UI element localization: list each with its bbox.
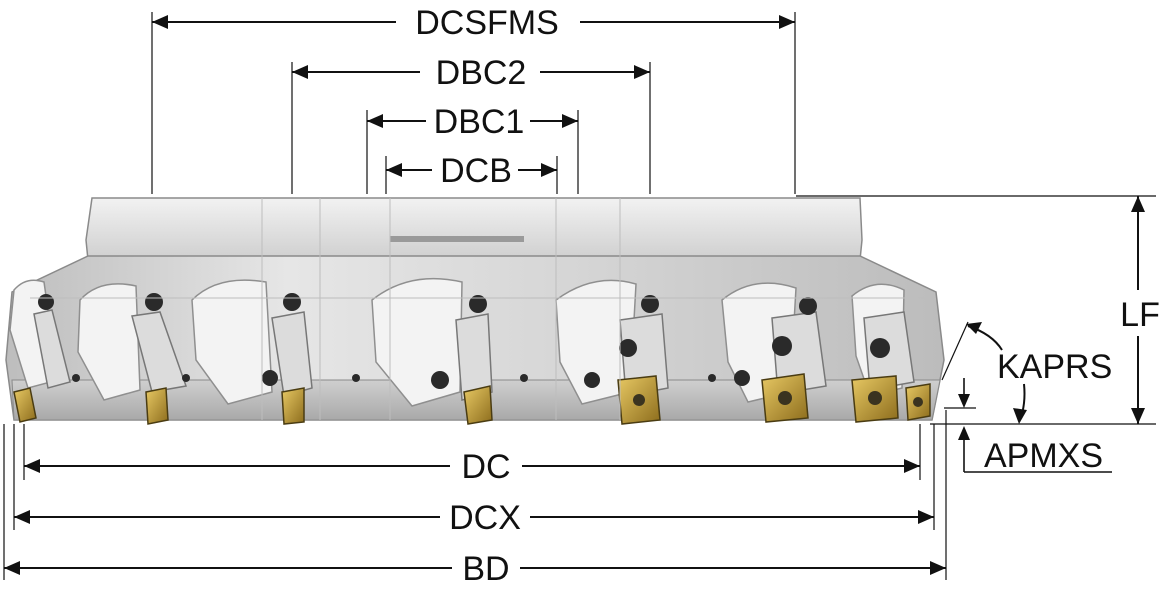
clamp-screw-icon xyxy=(870,338,890,358)
arrowhead-icon xyxy=(930,561,946,575)
clamp-screw-icon xyxy=(619,339,637,357)
dimension-kaprs: KAPRS xyxy=(966,322,1112,424)
clamp-screw-icon xyxy=(182,374,190,382)
insert-seat xyxy=(131,311,188,393)
clamp-screw-icon xyxy=(352,374,360,382)
dimension-dc: DC xyxy=(24,448,920,486)
arrowhead-icon xyxy=(292,65,308,79)
clamp-screw-icon xyxy=(38,294,54,310)
extension-lines xyxy=(3,12,1156,580)
label-lf: LF xyxy=(1120,296,1160,334)
label-dcsfms: DCSFMS xyxy=(415,4,559,42)
arrowhead-icon xyxy=(4,561,20,575)
arrowhead-icon xyxy=(1013,408,1027,424)
label-bd: BD xyxy=(462,550,509,588)
insert-screw-icon xyxy=(778,391,792,405)
arrowhead-icon xyxy=(918,510,934,524)
dimension-dcb: DCB xyxy=(386,152,557,190)
clamp-screw-icon xyxy=(283,293,301,311)
dimension-bd: BD xyxy=(4,550,946,588)
label-dcx: DCX xyxy=(449,499,521,537)
arrowhead-icon xyxy=(152,15,168,29)
label-dbc2: DBC2 xyxy=(436,54,527,92)
insert-screw-icon xyxy=(913,397,923,407)
dimension-dbc2: DBC2 xyxy=(292,54,650,92)
arrowhead-icon xyxy=(966,322,982,334)
chip-pocket xyxy=(77,283,141,401)
arrowhead-icon xyxy=(386,163,402,177)
dimension-dbc1: DBC1 xyxy=(367,103,578,141)
arrowhead-icon xyxy=(779,15,795,29)
arrowhead-icon xyxy=(1131,408,1145,424)
cutting-insert-icon xyxy=(13,387,37,423)
dimension-dcx: DCX xyxy=(14,499,934,537)
label-dbc1: DBC1 xyxy=(434,103,525,141)
clamp-screw-icon xyxy=(584,372,600,388)
chip-pocket xyxy=(191,279,273,405)
arrowhead-icon xyxy=(958,394,970,408)
arrowhead-icon xyxy=(541,163,557,177)
arrowhead-icon xyxy=(24,459,40,473)
clamp-screw-icon xyxy=(520,374,528,382)
insert-screw-icon xyxy=(868,391,882,405)
arrowhead-icon xyxy=(1131,196,1145,212)
keyway-slot xyxy=(390,236,524,242)
clamp-screw-icon xyxy=(469,295,487,313)
arrowhead-icon xyxy=(14,510,30,524)
arrowhead-icon xyxy=(958,426,970,440)
clamp-screw-icon xyxy=(772,336,792,356)
arrowhead-icon xyxy=(367,114,383,128)
insert-seat xyxy=(271,311,313,397)
cutting-insert-icon xyxy=(463,385,493,425)
insert-screws xyxy=(633,391,923,407)
arrowhead-icon xyxy=(562,114,578,128)
dimension-lf: LF xyxy=(1120,196,1160,424)
label-kaprs: KAPRS xyxy=(997,348,1112,386)
section-guide-lines xyxy=(30,198,930,420)
label-dcb: DCB xyxy=(440,152,512,190)
clamp-screws xyxy=(38,293,890,389)
clamp-screw-icon xyxy=(145,293,163,311)
arrowhead-icon xyxy=(634,65,650,79)
clamp-screw-icon xyxy=(431,371,449,389)
clamp-screw-icon xyxy=(734,370,750,386)
clamp-screw-icon xyxy=(262,370,278,386)
arrowhead-icon xyxy=(904,459,920,473)
cutter-body-icon xyxy=(5,197,945,425)
label-dc: DC xyxy=(461,448,510,486)
clamp-screw-icon xyxy=(708,374,716,382)
insert-screw-icon xyxy=(633,394,645,406)
insert-seat xyxy=(455,313,493,401)
chip-pocket xyxy=(555,279,637,405)
label-apmxs: APMXS xyxy=(984,437,1103,475)
clamp-screw-icon xyxy=(72,374,80,382)
clamp-screw-icon xyxy=(641,295,659,313)
dimension-dcsfms: DCSFMS xyxy=(152,4,795,42)
dimension-apmxs: APMXS xyxy=(958,378,1112,475)
clamp-screw-icon xyxy=(799,297,817,315)
cutting-insert-icon xyxy=(145,387,169,425)
cutter-top-collar xyxy=(85,197,863,261)
insert-seat xyxy=(771,311,827,395)
cutting-insert-icon xyxy=(281,387,305,425)
insert-seat xyxy=(33,309,71,389)
